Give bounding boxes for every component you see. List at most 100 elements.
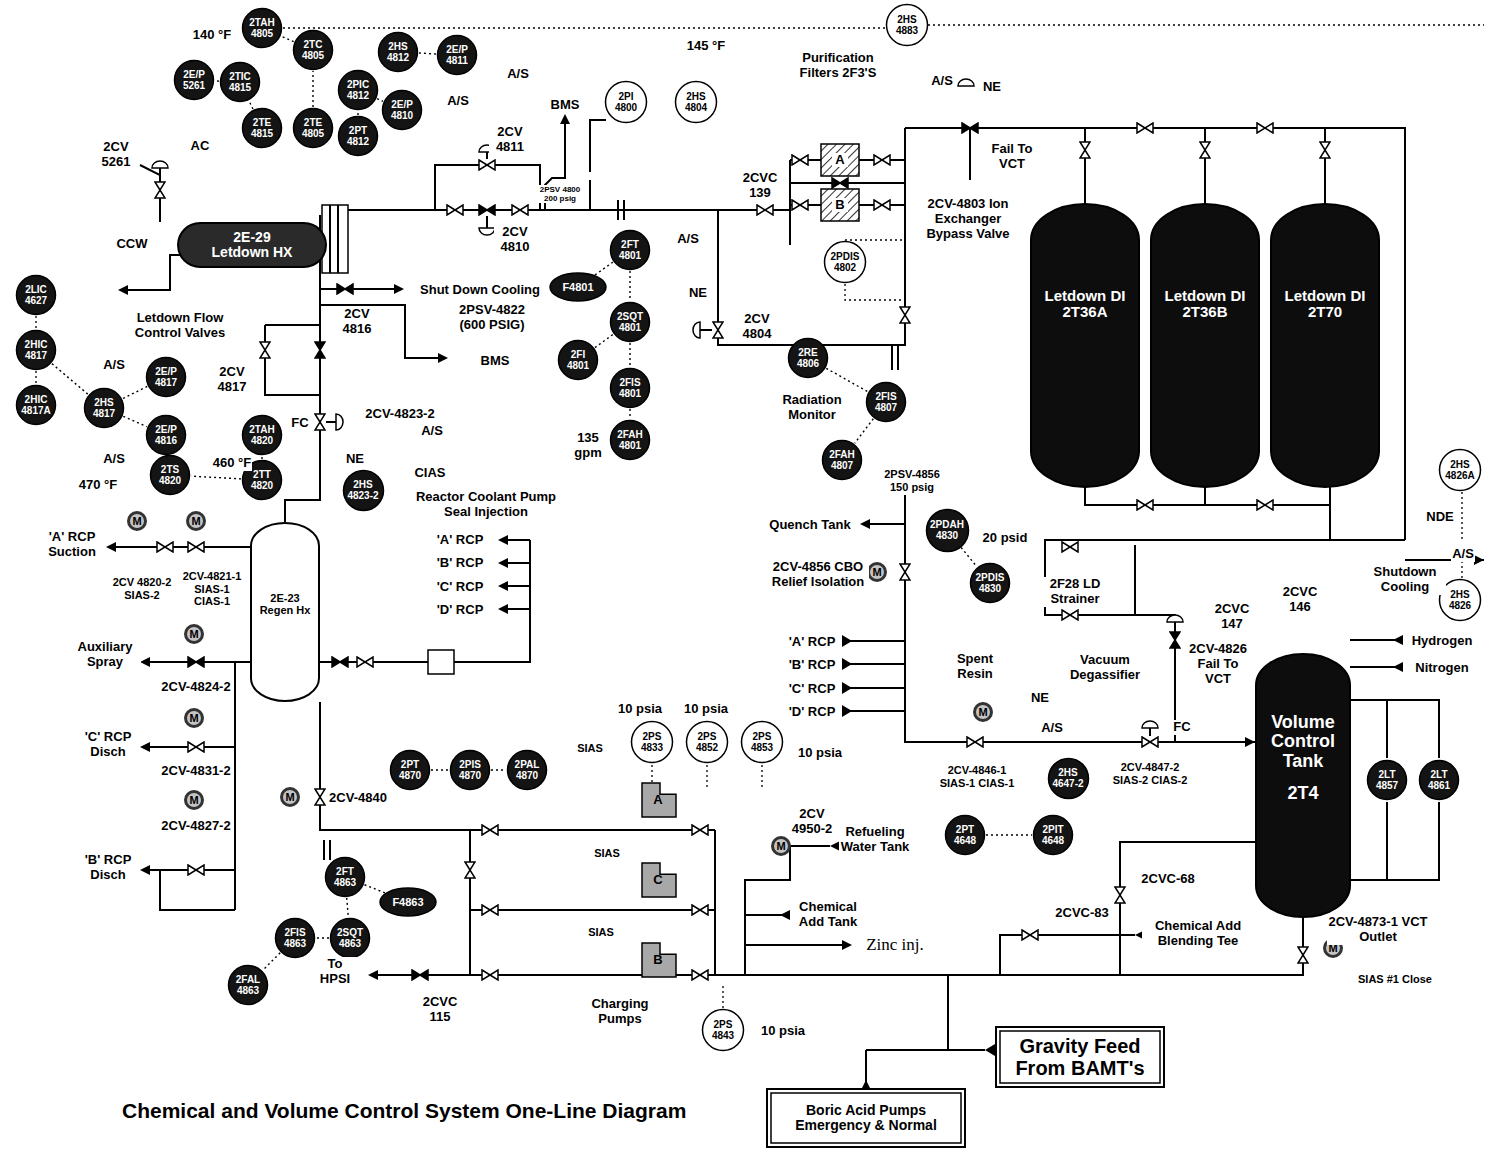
arrowhead — [140, 742, 150, 752]
valve-symbol — [260, 342, 270, 358]
instrument-bubble: 2FIS 4863 — [274, 917, 316, 959]
node-text: 2HS 4883 — [888, 14, 926, 36]
instrument-bubble: 2PI 4800 — [604, 80, 648, 124]
instrument-bubble: 2PIT 4648 — [1032, 814, 1074, 856]
annotation-label: 135 gpm — [570, 431, 606, 461]
actuator-stem — [160, 152, 1175, 736]
node-text: Letdown DI 2T70 — [1272, 288, 1378, 321]
annotation-label: Charging Pumps — [584, 997, 656, 1027]
instrument-bubble: 2PS 4853 — [740, 720, 784, 764]
annotation-label: 'D' RCP — [788, 705, 837, 720]
instrument-bubble: 2HS 4826A — [1438, 448, 1482, 492]
valve-symbol — [188, 742, 204, 752]
annotation-label: Reactor Coolant Pump Seal Injection — [400, 490, 572, 520]
source-box: Gravity Feed From BAMT's — [995, 1026, 1165, 1088]
node-text: 2PS 4852 — [688, 731, 726, 753]
filter-element: A — [820, 143, 860, 177]
annotation-label: 10 psia — [797, 746, 843, 761]
filter-element: B — [820, 188, 860, 222]
annotation-label: 2CV-4873-1 VCT Outlet — [1327, 915, 1429, 945]
annotation-label: Radiation Monitor — [776, 393, 848, 423]
instrument-bubble: 2E/P 5261 — [173, 59, 215, 101]
valve-symbol — [1137, 123, 1153, 133]
label-holder: FC — [1172, 717, 1191, 735]
annotation-label: 2CV-4827-2 — [160, 819, 231, 834]
label-holder: 'A' RCP — [436, 530, 485, 548]
annotation-label: 2CVC-83 — [1054, 906, 1109, 921]
node-text: M — [191, 515, 200, 527]
annotation-label: NE — [345, 452, 365, 467]
arrowhead — [860, 519, 870, 529]
valve-symbol — [315, 342, 325, 358]
annotation-label: 'C' RCP — [436, 580, 485, 595]
process-piping — [116, 120, 1484, 1088]
label-holder: 2CVC 146 — [1279, 585, 1321, 615]
node-text: M — [872, 566, 881, 578]
signal-connector — [431, 769, 449, 770]
valve-symbol — [1257, 123, 1273, 133]
arrowhead — [1393, 635, 1403, 645]
annotation-label: 'A' RCP Suction — [41, 530, 103, 560]
motor-operator: M — [280, 787, 300, 807]
annotation-label: 2CVC 115 — [419, 995, 461, 1025]
node-text: 2LIC 4627 — [18, 284, 54, 306]
annotation-label: A/S — [506, 67, 530, 82]
label-holder: 'C' RCP — [788, 679, 837, 697]
annotation-label: Spent Resin — [949, 652, 1001, 682]
label-holder: 2CV 4950-2 — [786, 807, 838, 837]
annotation-label: 2CVC 139 — [737, 171, 783, 201]
demineralizer-tank-outline — [1150, 203, 1260, 488]
node-text: 2FAH 4807 — [824, 449, 860, 471]
valve-symbol — [479, 205, 495, 215]
valve-symbol — [1298, 947, 1308, 963]
node-text: 2T4 — [1287, 784, 1318, 804]
valve-symbol — [713, 322, 723, 338]
motor-operator: M — [973, 702, 993, 722]
valve-symbol — [874, 200, 890, 210]
arrowhead — [1245, 737, 1255, 747]
arrowhead — [985, 1044, 995, 1056]
signal-connector — [419, 52, 436, 54]
label-holder: 2CV-4873-1 VCT Outlet — [1327, 915, 1429, 945]
annotation-label: 2CV-4847-2 SIAS-2 CIAS-2 — [1109, 761, 1191, 786]
node-text: 2E/P 5261 — [176, 69, 212, 91]
annotation-label: 2F28 LD Strainer — [1044, 577, 1106, 607]
annotation-label: Chemical Add Blending Tee — [1142, 919, 1254, 949]
label-holder: 2CV-4824-2 — [160, 677, 231, 695]
arrowhead — [394, 284, 404, 294]
label-holder: NE — [688, 283, 708, 301]
charging-pump: B — [638, 941, 678, 979]
signal-connector — [491, 769, 506, 770]
label-holder: NE — [1030, 688, 1050, 706]
signal-connector — [961, 547, 977, 566]
annotation-label: Refueling Water Tank — [839, 825, 911, 855]
annotation-label: BMS — [480, 354, 511, 369]
flow-element — [324, 200, 898, 860]
label-holder: Letdown Flow Control Valves — [129, 311, 231, 341]
label-holder: CCW — [115, 234, 148, 252]
annotation-label: 'C' RCP Disch — [77, 730, 139, 760]
node-text: 2FIS 4807 — [868, 391, 904, 413]
label-holder: 'C' RCP — [436, 577, 485, 595]
instrument-bubble: 2PT 4812 — [337, 115, 379, 157]
label-holder: 2CVC 139 — [737, 171, 783, 201]
motor-operator: M — [186, 511, 206, 531]
annotation-label: A/S — [446, 94, 470, 109]
label-holder: Chemical Add Blending Tee — [1142, 919, 1254, 949]
node-text: M — [189, 712, 198, 724]
valve-symbol — [792, 155, 808, 165]
label-holder: Shutdown Cooling — [1364, 565, 1446, 595]
valve-symbol — [1200, 142, 1210, 158]
valve-symbol — [157, 542, 173, 552]
annotation-label: AC — [190, 139, 211, 154]
annotation-label: NE — [1030, 691, 1050, 706]
label-holder: 145 °F — [686, 36, 726, 54]
node-text: 2TS 4820 — [152, 464, 188, 486]
annotation-label: SIAS — [587, 926, 615, 939]
label-holder: 460 °F — [212, 453, 252, 471]
node-text: 2FT 4863 — [327, 866, 363, 888]
instrument-bubble: 2PT 4648 — [944, 814, 986, 856]
node-text: 2HIC 4817A — [18, 394, 54, 416]
node-text: A — [832, 153, 847, 167]
valve-symbol — [188, 865, 204, 875]
